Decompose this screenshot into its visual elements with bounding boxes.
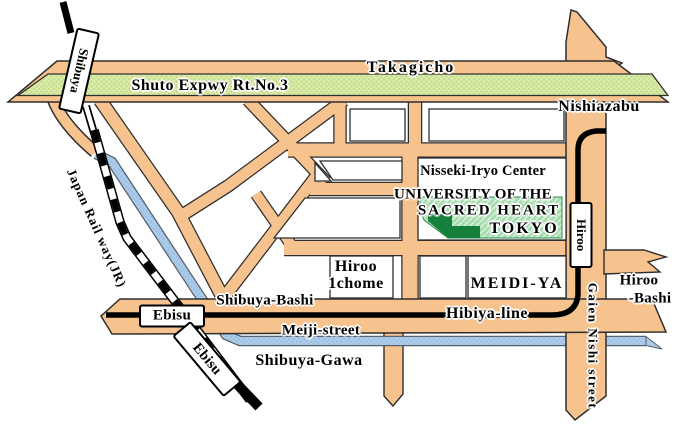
- hiroo-1chome-label-line1: Hiroo: [334, 258, 378, 275]
- hiroo-1chome-label-line2: 1chome: [328, 275, 384, 292]
- shibuya-gawa-label: Shibuya-Gawa: [255, 352, 363, 369]
- nishiazabu-label: Nishiazabu: [558, 98, 640, 115]
- campus-area: [419, 196, 563, 239]
- shuto-expressway-band: [5, 60, 671, 103]
- university-label-line3: TOKYO: [489, 220, 559, 237]
- university-label-line2: SACRED HEART: [417, 202, 561, 219]
- shuto-expwy-label: Shuto Expwy Rt.No.3: [131, 77, 289, 94]
- meiji-street-label: Meiji-street: [281, 322, 361, 339]
- university-label-line1: UNIVERSITY OF THE: [394, 186, 552, 203]
- hiroo-station: Hiroo: [569, 202, 593, 268]
- nisseki-iryo-center-label: Nisseki-Iryo Center: [420, 162, 546, 179]
- takagicho-label: Takagicho: [366, 59, 456, 76]
- shibuya-bashi-label: Shibuya-Bashi: [216, 292, 314, 309]
- gaien-nishi-street-label: Gaien Nishi street: [585, 282, 601, 410]
- ebisu-station-road: Ebisu: [139, 304, 205, 328]
- meidiya-block: [467, 255, 567, 299]
- hiroo-bashi-label-line2: -Bashi: [628, 290, 672, 307]
- hiroo-1chome-block: [329, 255, 394, 299]
- hiroo-bashi-label-line1: Hiroo: [619, 272, 659, 289]
- hibiya-line-label: Hibiya-line: [446, 305, 528, 322]
- roads-layer: [45, 93, 578, 408]
- meidiya-label: MEIDI-YA: [470, 275, 564, 292]
- hiroo-bashi-road: [603, 249, 669, 275]
